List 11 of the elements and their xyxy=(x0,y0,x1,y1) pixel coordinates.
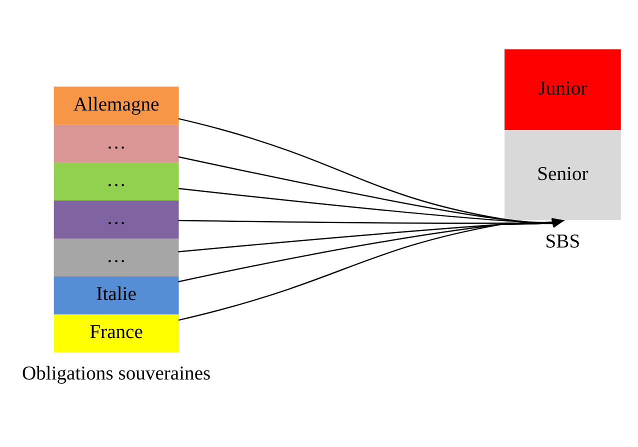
node-box: Senior xyxy=(504,130,621,220)
label: Obligations souveraines xyxy=(22,364,211,385)
label: SBS xyxy=(545,231,580,252)
node-box: Junior xyxy=(504,49,621,130)
node-box: … xyxy=(54,238,179,276)
node-box: … xyxy=(54,200,179,238)
node-box: … xyxy=(54,162,179,201)
node-box: Allemagne xyxy=(54,86,179,125)
node-box: Italie xyxy=(54,276,179,314)
node-box: … xyxy=(54,124,179,163)
node-box: France xyxy=(54,314,179,352)
